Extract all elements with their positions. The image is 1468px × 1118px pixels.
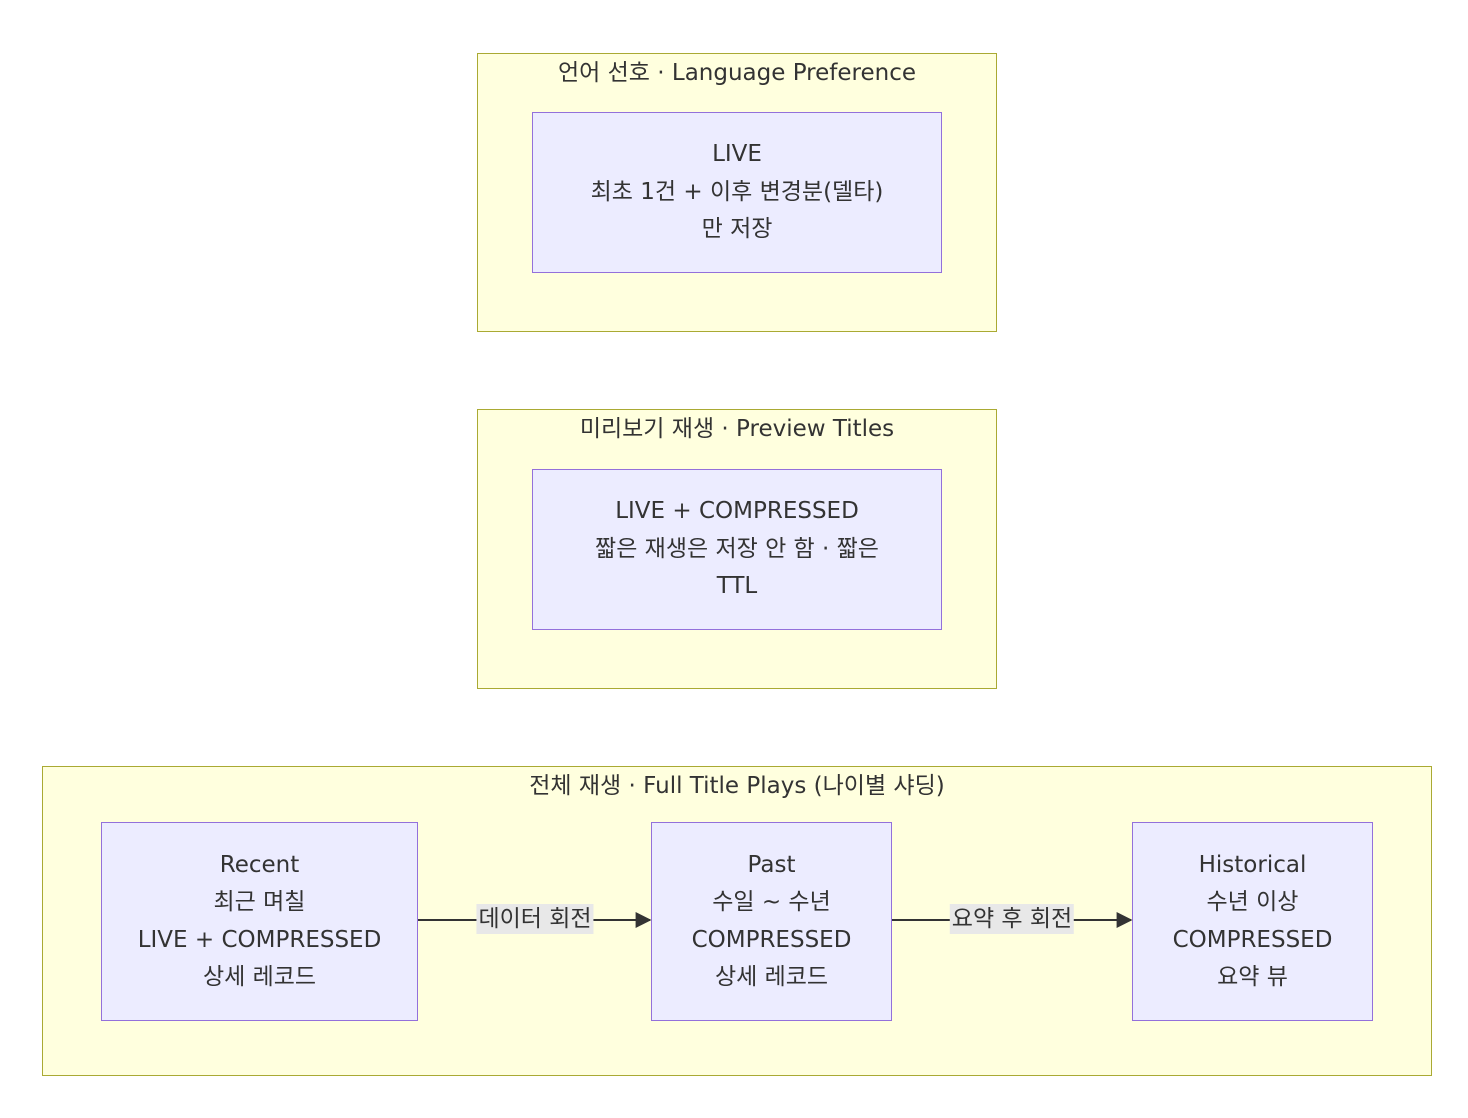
node-line: 최근 며칠	[213, 889, 306, 915]
node-line: 상세 레코드	[714, 964, 829, 990]
edge-label-past-to-historical: 요약 후 회전	[949, 904, 1075, 934]
node-line: LIVE	[712, 141, 762, 168]
cluster-title: 전체 재생 · Full Title Plays (나이별 샤딩)	[529, 773, 945, 799]
node-past: Past 수일 ~ 수년 COMPRESSED 상세 레코드	[651, 822, 892, 1021]
node-line: LIVE + COMPRESSED	[615, 498, 859, 525]
node-line: TTL	[716, 573, 758, 600]
node-recent: Recent 최근 며칠 LIVE + COMPRESSED 상세 레코드	[101, 822, 418, 1021]
node-line: COMPRESSED	[691, 926, 852, 953]
node-line: 요약 뷰	[1217, 964, 1288, 990]
node-historical: Historical 수년 이상 COMPRESSED 요약 뷰	[1132, 822, 1373, 1021]
node-line: LIVE + COMPRESSED	[137, 926, 382, 953]
node-line: COMPRESSED	[1172, 926, 1333, 953]
cluster-full-title-plays: 전체 재생 · Full Title Plays (나이별 샤딩) Recent…	[42, 766, 1432, 1076]
node-line: Historical	[1198, 851, 1307, 878]
node-line: 최초 1건 + 이후 변경분(델타)	[590, 178, 884, 205]
node-preview-live-compressed: LIVE + COMPRESSED 짧은 재생은 저장 안 함 · 짧은 TTL	[532, 469, 942, 630]
node-line: Past	[747, 851, 796, 878]
cluster-preview-titles: 미리보기 재생 · Preview Titles LIVE + COMPRESS…	[477, 409, 997, 689]
node-line: 수일 ~ 수년	[712, 889, 831, 915]
node-line: 상세 레코드	[202, 964, 317, 990]
edge-label-recent-to-past: 데이터 회전	[476, 904, 594, 934]
node-language-live: LIVE 최초 1건 + 이후 변경분(델타) 만 저장	[532, 112, 942, 273]
cluster-title: 미리보기 재생 · Preview Titles	[579, 416, 895, 442]
node-line: 짧은 재생은 저장 안 함 · 짧은	[595, 535, 879, 562]
cluster-title: 언어 선호 · Language Preference	[558, 60, 916, 86]
node-line: 수년 이상	[1206, 889, 1299, 915]
cluster-language-preference: 언어 선호 · Language Preference LIVE 최초 1건 +…	[477, 53, 997, 332]
node-line: Recent	[219, 851, 300, 878]
node-line: 만 저장	[701, 216, 773, 243]
